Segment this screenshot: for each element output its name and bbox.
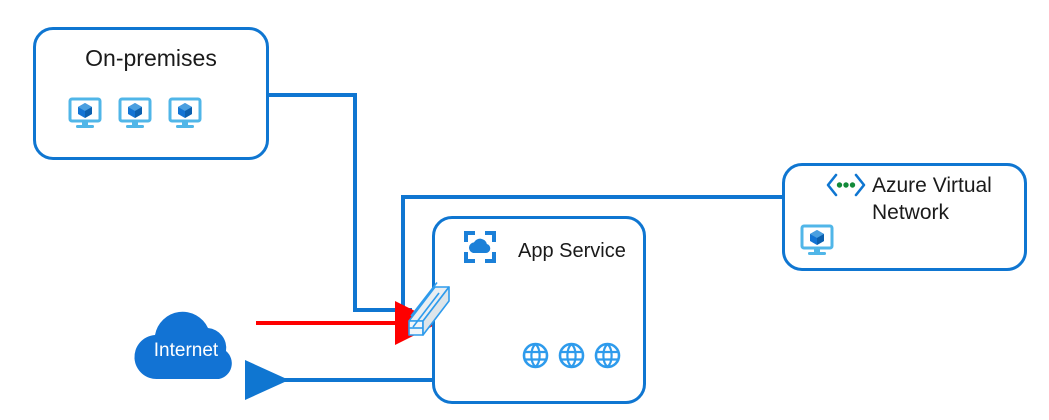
- virtual-machine-icon: [168, 97, 202, 128]
- app-service-icon: [464, 231, 496, 263]
- load-balancer-stack-icon: [408, 282, 450, 336]
- virtual-machine-icon: [800, 224, 834, 255]
- onpremises-label: On-premises: [85, 45, 217, 71]
- web-app-globe-icon: [594, 342, 621, 369]
- azure-virtual-network-label: Azure Virtual Network: [872, 174, 992, 224]
- internet-cloud[interactable]: [122, 305, 250, 383]
- connector-onpremises-to-gateway: [269, 93, 412, 312]
- virtual-machine-icon: [118, 97, 152, 128]
- virtual-network-icon: [826, 173, 866, 197]
- web-app-globe-icon: [558, 342, 585, 369]
- azure-virtual-network-box[interactable]: [782, 163, 1027, 271]
- virtual-machine-icon: [68, 97, 102, 128]
- onpremises-box[interactable]: [33, 27, 269, 160]
- web-app-globe-icon: [522, 342, 549, 369]
- app-service-label: App Service: [518, 240, 626, 262]
